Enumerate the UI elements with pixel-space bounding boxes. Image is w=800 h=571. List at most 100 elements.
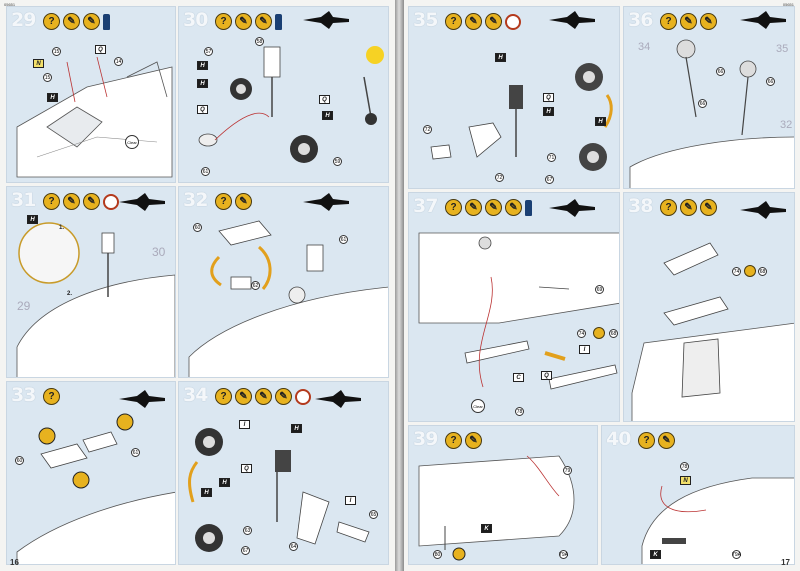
clear-badge: Clear <box>125 135 139 149</box>
glue-icon: ? <box>638 432 655 449</box>
paint-icon: ✎ <box>255 13 272 30</box>
jet-silhouette-icon <box>549 199 595 217</box>
paint-icon: ✎ <box>235 388 252 405</box>
fuselage-doors-illustration <box>16 413 175 564</box>
paint-icon: ✎ <box>700 199 717 216</box>
jet-silhouette-icon <box>549 11 595 29</box>
nose-gear-illustration <box>16 222 175 377</box>
part-callout: 61 <box>339 235 348 244</box>
paint-icon: ✎ <box>505 199 522 216</box>
step-30-panel: 30 ? ✎ ✎ 57 58 H H Q Q H 61 59 <box>178 6 389 183</box>
color-tag: Q <box>319 95 330 104</box>
paint-icon: ✎ <box>700 13 717 30</box>
step-number: 36 <box>628 9 653 31</box>
part-callout: 72 <box>423 125 432 134</box>
step-icons: ? ✎ ✎ <box>215 13 282 30</box>
left-page: 05651 29 ? ✎ ✎ 15 N 15 H Q 14 Clear 30 ?… <box>0 0 395 571</box>
part-callout: 74 <box>577 329 586 338</box>
step-31-panel: 31 ? ✎ ✎ H 1. 2. 30 29 <box>6 186 176 378</box>
color-tag: H <box>197 61 208 70</box>
glue-icon: ? <box>660 199 677 216</box>
color-tag: I <box>345 496 356 505</box>
page-code: 05651 <box>782 2 794 7</box>
color-tag: K <box>481 524 492 533</box>
main-gear-assembly-illustration <box>430 63 613 171</box>
color-tag: H <box>219 478 230 487</box>
part-callout: 67 <box>545 175 554 184</box>
step-38-panel: 38 ? ✎ ✎ 74 68 <box>623 192 795 422</box>
step-32-panel: 32 ? ✎ 60 61 62 <box>178 186 389 378</box>
glue-icon: ? <box>215 388 232 405</box>
part-callout: 65 <box>369 510 378 519</box>
glue-icon: ? <box>43 193 60 210</box>
part-callout: 78 <box>515 407 524 416</box>
paint-icon: ✎ <box>485 13 502 30</box>
paint-icon: ✎ <box>235 13 252 30</box>
color-tag: H <box>27 215 38 224</box>
step-number: 34 <box>183 384 208 406</box>
color-tag: Q <box>543 93 554 102</box>
wing-pylon-illustration <box>418 232 619 390</box>
part-callout: 79A <box>732 550 741 559</box>
part-callout: 72 <box>495 173 504 182</box>
part-callout: 14 <box>114 57 123 66</box>
step-number: 37 <box>413 195 438 217</box>
glue-icon: ? <box>43 388 60 405</box>
clock-icon <box>295 388 311 405</box>
step-icons: ? <box>43 388 60 405</box>
part-callout: 66 <box>698 99 707 108</box>
part-callout: 68 <box>609 329 618 338</box>
color-tag: K <box>650 550 661 559</box>
step-reference: 29 <box>17 299 31 313</box>
step-39-panel: 39 ? ✎ 79 K 80 79A <box>408 425 598 565</box>
paint-icon: ✎ <box>83 13 100 30</box>
color-tag: H <box>201 488 212 497</box>
color-tag: N <box>680 476 691 485</box>
color-tag: I <box>579 345 590 354</box>
part-callout: 79 <box>563 466 572 475</box>
step-36-panel: 36 ? ✎ ✎ 34 35 32 66 66 66 <box>623 6 795 189</box>
color-tag: H <box>47 93 58 102</box>
paint-icon: ✎ <box>275 388 292 405</box>
step-icons: ? ✎ ✎ <box>660 13 717 30</box>
landing-gear-illustration <box>198 46 384 163</box>
step-number: 38 <box>628 195 653 217</box>
step-33-panel: 33 ? 60 61 <box>6 381 176 565</box>
main-gear-illustration <box>188 428 370 552</box>
part-callout: 80 <box>433 550 442 559</box>
part-callout: 15 <box>52 47 61 56</box>
paint-icon: ✎ <box>465 199 482 216</box>
radome-illustration <box>641 477 794 564</box>
part-callout: 59 <box>333 157 342 166</box>
color-tag: H <box>197 79 208 88</box>
paint-callout-icon <box>593 327 605 339</box>
part-callout: 66 <box>716 67 725 76</box>
cockpit-illustration <box>16 56 173 178</box>
part-callout: 74 <box>732 267 741 276</box>
book-spine <box>395 0 404 571</box>
nose-cone-illustration <box>418 455 575 561</box>
jet-silhouette-icon <box>740 201 786 219</box>
glue-icon: ? <box>43 13 60 30</box>
color-tag: Q <box>197 105 208 114</box>
wing-fairing-illustration <box>631 242 794 421</box>
jet-silhouette-icon <box>119 390 165 408</box>
paint-icon: ✎ <box>83 193 100 210</box>
step-reference: 30 <box>152 245 166 259</box>
glue-icon: ? <box>215 193 232 210</box>
part-callout: 66 <box>766 77 775 86</box>
step-reference: 32 <box>780 119 793 131</box>
clear-badge: Clear <box>471 399 485 413</box>
paint-icon: ✎ <box>63 193 80 210</box>
step-icons: ? ✎ <box>638 432 675 449</box>
step-number: 30 <box>183 9 208 31</box>
step-icons: ? ✎ ✎ ✎ <box>445 199 532 216</box>
clock-icon <box>505 13 521 30</box>
step-number: 33 <box>11 384 36 406</box>
step-reference: 35 <box>776 43 789 55</box>
paint-callout-icon <box>744 265 756 277</box>
step-37-panel: 37 ? ✎ ✎ ✎ 69 74 68 C Q I 78 Clear <box>408 192 620 422</box>
part-callout: 79A <box>559 550 568 559</box>
glue-icon: ? <box>445 432 462 449</box>
step-icons: ? ✎ ✎ <box>43 13 110 30</box>
